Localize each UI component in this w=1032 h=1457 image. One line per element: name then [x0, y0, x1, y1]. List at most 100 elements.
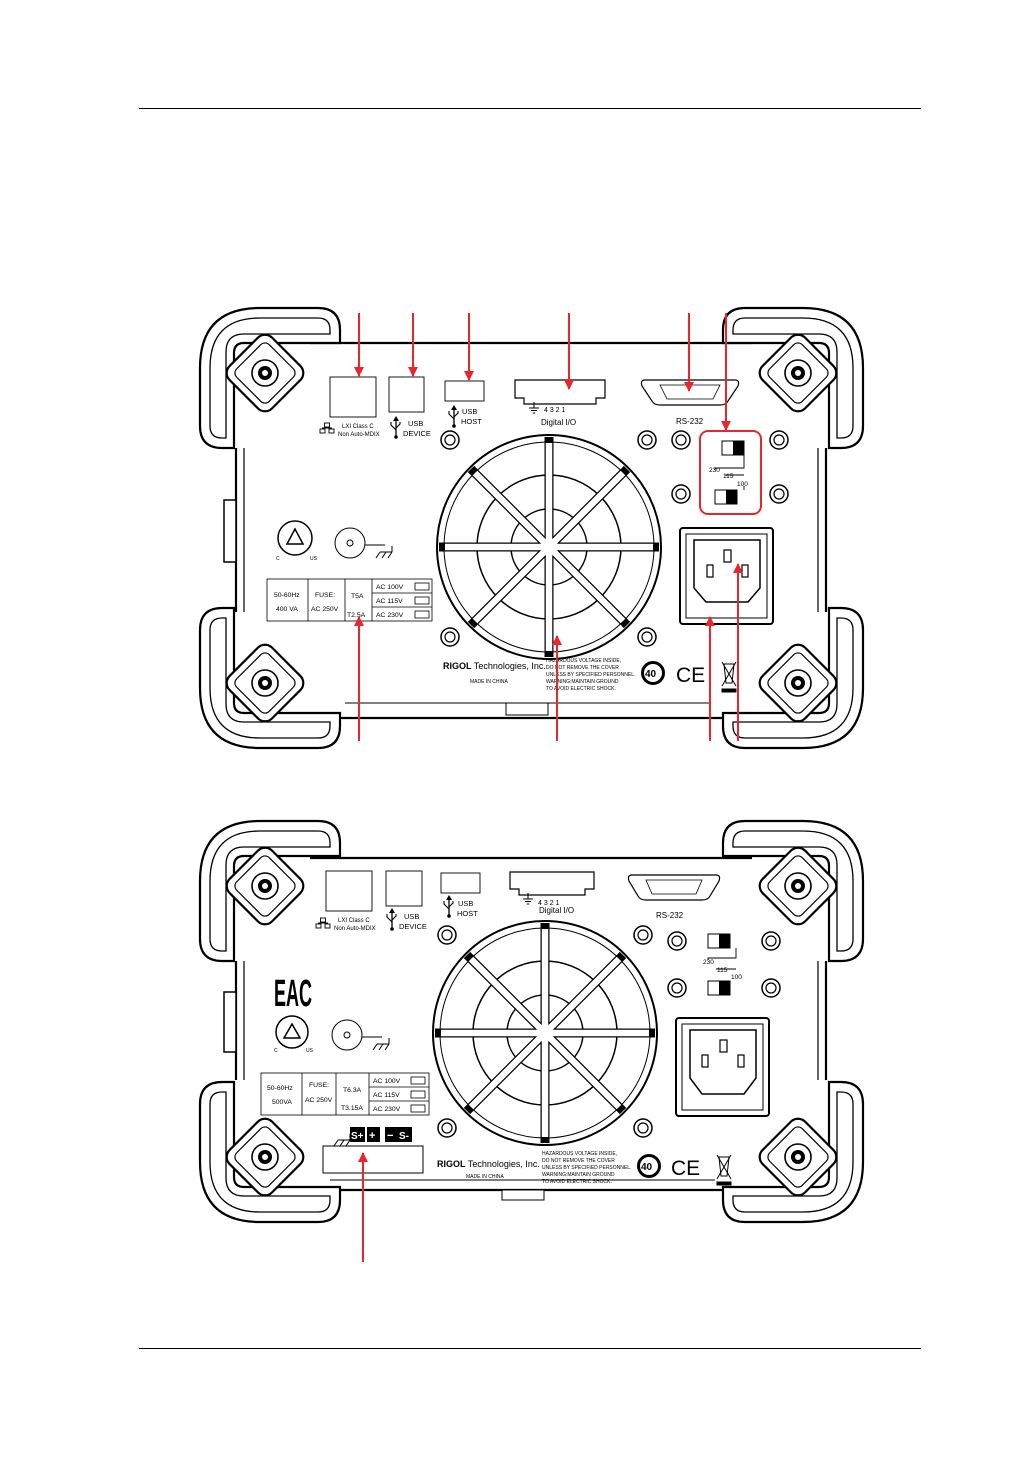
digital-io-connector[interactable] — [509, 871, 595, 896]
ce-mark-icon: CE — [676, 664, 705, 687]
digital-io-label: Digital I/O — [541, 418, 576, 427]
rohs-40-icon: 40 — [641, 661, 665, 685]
usb-icon — [443, 894, 454, 919]
rs232-label: RS-232 — [676, 417, 704, 426]
usb-device-label-2: DEVICE — [399, 922, 427, 931]
ground-terminal[interactable] — [334, 527, 393, 559]
voltage-100: 100 — [737, 481, 748, 488]
warning-line-5: TO AVOID ELECTRIC SHOCK. — [542, 1179, 612, 1185]
corner-bumper-top-right — [721, 819, 865, 963]
fuse-freq: 50-60Hz — [274, 592, 300, 599]
rear-panel-2: LXI Class C Non Auto-MDIX USB DEVICE USB… — [198, 819, 865, 1224]
ac-row-115: AC 115V — [373, 1092, 400, 1099]
fuse-a: T5A — [351, 593, 364, 600]
usb-device-port[interactable] — [388, 376, 425, 413]
warning-line-3: UNLESS BY SPECIFIED PERSONNEL. — [546, 672, 635, 678]
rohs-value: 40 — [645, 669, 657, 680]
weee-bin-icon — [721, 661, 737, 693]
ac-power-inlet[interactable] — [679, 527, 774, 625]
fuse-freq: 50-60Hz — [267, 1085, 293, 1092]
ce-mark-icon: CE — [671, 1157, 700, 1180]
ac-row-100: AC 100V — [373, 1078, 401, 1085]
screw — [769, 430, 789, 450]
terminal-minus: − — [387, 1130, 393, 1142]
screw — [671, 484, 691, 504]
digital-io-pins: 4 3 2 1 — [544, 407, 566, 414]
screw — [633, 925, 653, 945]
output-sense-terminals[interactable]: S+ + − S- — [322, 1127, 424, 1174]
fuse-rating: AC 250V — [305, 1097, 333, 1104]
screw — [437, 925, 457, 945]
cert-us: US — [310, 556, 318, 562]
screw — [667, 978, 687, 998]
screw — [437, 1118, 457, 1138]
usb-host-port[interactable] — [444, 380, 485, 402]
made-in-china: MADE IN CHINA — [470, 679, 508, 685]
screw — [637, 627, 657, 647]
terminal-sense-minus: S- — [399, 1131, 409, 1142]
usb-device-label-1: USB — [404, 912, 419, 921]
weee-bin-icon — [716, 1154, 732, 1186]
warning-line-2: DO NOT REMOVE THE COVER — [542, 1158, 615, 1164]
footer-rule — [139, 1348, 921, 1349]
screw — [671, 430, 691, 450]
eac-mark-icon: EAC — [274, 973, 312, 1015]
usb-host-label-1: USB — [462, 407, 477, 416]
fan-grill — [433, 921, 657, 1145]
ac-power-inlet[interactable] — [675, 1017, 770, 1117]
fuse-table: 50-60Hz 500VA FUSE: AC 250V T6.3A T3.15A… — [260, 1072, 430, 1116]
rohs-value: 40 — [641, 1162, 653, 1173]
warning-line-2: DO NOT REMOVE THE COVER — [546, 665, 619, 671]
rs232-label: RS-232 — [656, 911, 684, 920]
warning-line-1: HAZARDOUS VOLTAGE INSIDE, — [542, 1151, 617, 1157]
ground-terminal[interactable] — [331, 1019, 390, 1051]
lan-label-2: Non Auto-MDIX — [338, 432, 380, 438]
warning-line-3: UNLESS BY SPECIFIED PERSONNEL. — [542, 1165, 631, 1171]
cert-us: US — [306, 1048, 314, 1054]
voltage-115: 115 — [723, 473, 734, 480]
ac-row-115: AC 115V — [376, 598, 403, 605]
screw — [637, 430, 657, 450]
lan-port[interactable] — [329, 376, 377, 418]
ac-row-100: AC 100V — [376, 584, 404, 591]
corner-bumper-top-left — [198, 819, 342, 963]
lan-port[interactable] — [325, 870, 373, 912]
rs232-connector[interactable] — [627, 874, 721, 901]
screw — [761, 978, 781, 998]
screw — [440, 627, 460, 647]
fuse-table: 50-60Hz 400 VA FUSE: AC 250V T5A T2.5A A… — [266, 578, 433, 622]
fuse-label: FUSE: — [309, 1082, 329, 1089]
terminal-plus: + — [369, 1130, 375, 1142]
voltage-selector[interactable]: 230 115 100 — [703, 933, 742, 996]
fuse-power: 400 VA — [276, 606, 298, 613]
digital-io-pins: 4 3 2 1 — [538, 900, 560, 907]
cert-c: C — [276, 556, 280, 562]
usb-host-label-1: USB — [458, 899, 473, 908]
warning-line-4: WARNING:MAINTAIN GROUND — [546, 679, 619, 685]
screw — [761, 931, 781, 951]
lan-label-1: LXI Class C — [342, 424, 374, 430]
fan-grill — [437, 435, 661, 659]
screw — [667, 931, 687, 951]
voltage-115: 115 — [717, 967, 728, 974]
screw — [633, 1118, 653, 1138]
warning-line-1: HAZARDOUS VOLTAGE INSIDE, — [546, 658, 621, 664]
terminal-sense-plus: S+ — [351, 1131, 364, 1142]
rs232-connector[interactable] — [640, 379, 740, 406]
usb-host-port[interactable] — [440, 872, 481, 894]
ground-icon — [333, 1133, 351, 1147]
voltage-selector-highlight — [699, 430, 762, 515]
screw — [769, 484, 789, 504]
usb-device-port[interactable] — [385, 870, 423, 907]
usb-host-label-2: HOST — [461, 417, 482, 426]
lan-label-2: Non Auto-MDIX — [334, 926, 376, 932]
lan-icon — [315, 917, 331, 929]
fuse-label: FUSE: — [315, 592, 335, 599]
made-in-china: MADE IN CHINA — [466, 1174, 504, 1180]
warning-line-5: TO AVOID ELECTRIC SHOCK. — [546, 686, 616, 692]
voltage-selector[interactable]: 230 115 100 — [709, 440, 748, 505]
digital-io-connector[interactable] — [514, 379, 606, 405]
usb-icon — [386, 907, 397, 932]
voltage-230: 230 — [703, 959, 714, 966]
